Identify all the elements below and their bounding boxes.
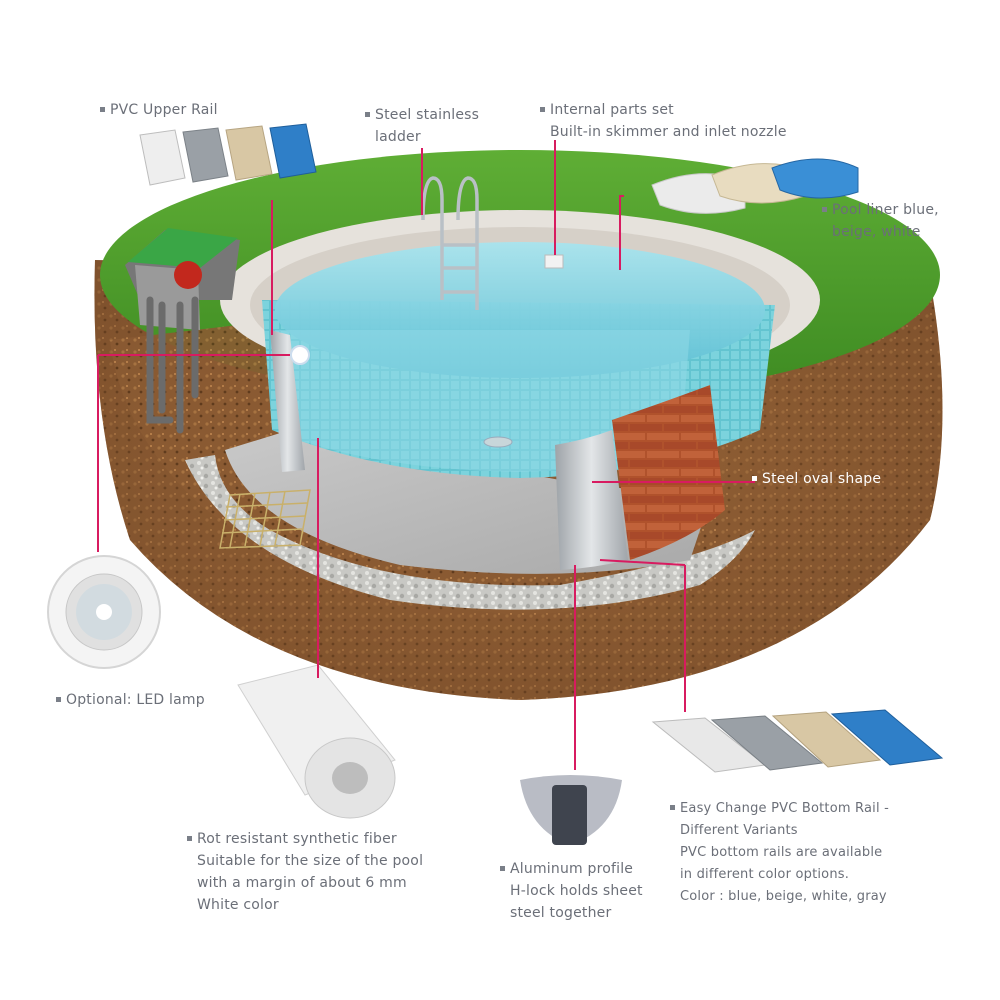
steel-sheet bbox=[555, 430, 628, 570]
gravel-bed bbox=[185, 455, 755, 610]
pvc-bottom-rails bbox=[651, 709, 944, 773]
leader-lines bbox=[97, 140, 755, 770]
label-fiber: Rot resistant synthetic fiber Suitable f… bbox=[187, 828, 423, 916]
pool-liner-folded bbox=[651, 158, 859, 214]
skimmer bbox=[544, 254, 564, 269]
steel-left-wall bbox=[270, 330, 305, 472]
label-aluminum: Aluminum profile H-lock holds sheet stee… bbox=[500, 858, 643, 924]
brick-wall bbox=[612, 385, 725, 560]
aluminum-profile bbox=[520, 775, 622, 845]
label-internal-parts: Internal parts set Built-in skimmer and … bbox=[540, 99, 787, 143]
label-ladder: Steel stainless ladder bbox=[365, 104, 479, 148]
ladder bbox=[421, 176, 479, 310]
filter-box bbox=[125, 228, 240, 434]
label-pvc-upper-rail: PVC Upper Rail bbox=[100, 99, 218, 121]
label-led-lamp: Optional: LED lamp bbox=[56, 689, 205, 711]
floor-drain bbox=[483, 436, 513, 448]
label-steel-oval: Steel oval shape bbox=[752, 468, 881, 490]
fiber-roll bbox=[237, 664, 396, 819]
pvc-upper-rails bbox=[139, 123, 317, 186]
led-lamp-in-wall bbox=[290, 345, 310, 365]
label-pool-liner: Pool liner blue, beige, white bbox=[822, 199, 939, 243]
rebar-grid bbox=[219, 489, 311, 549]
led-lamp-product bbox=[47, 555, 161, 669]
label-bottom-rail: Easy Change PVC Bottom Rail - Different … bbox=[670, 798, 889, 908]
